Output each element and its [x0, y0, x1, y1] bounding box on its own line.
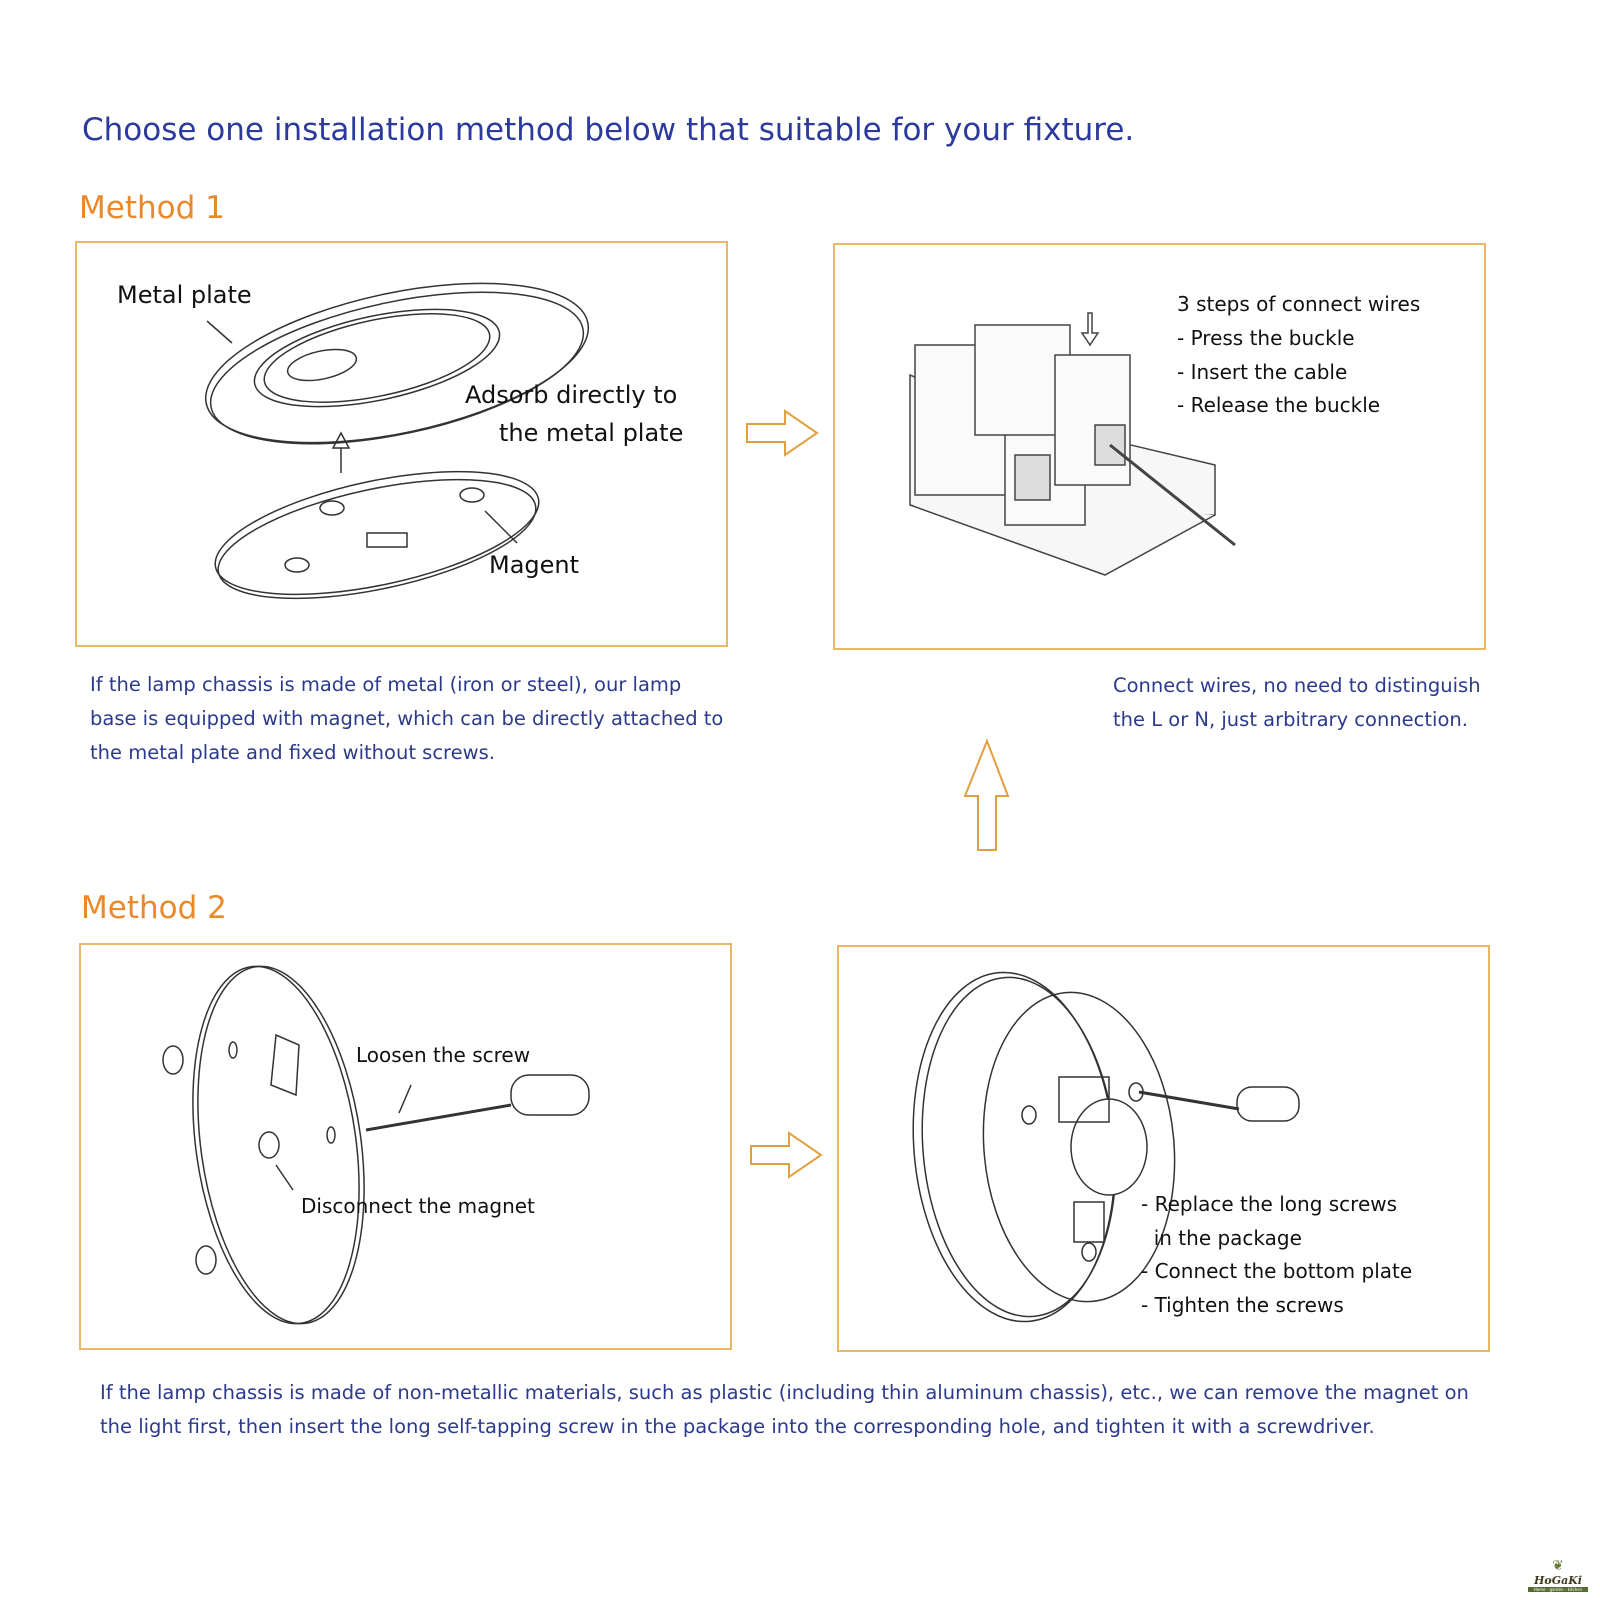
- arrow-right-icon: [746, 409, 819, 457]
- method2-screw-panel: - Replace the long screws in the package…: [837, 945, 1490, 1352]
- arrow-right-icon: [750, 1131, 823, 1179]
- method1-wiring-panel: 3 steps of connect wires - Press the buc…: [833, 243, 1486, 650]
- method1-heading: Method 1: [79, 190, 225, 226]
- label-loosen-screw: Loosen the screw: [356, 1043, 531, 1067]
- wire-connector-illustration: [909, 312, 1236, 576]
- logo-name: HoGaKi: [1534, 1574, 1582, 1587]
- wires-note: Connect wires, no need to distinguish th…: [1113, 674, 1481, 731]
- lamp-base-illustration: [162, 965, 590, 1325]
- screw-step-1-cont: in the package: [1141, 1226, 1302, 1250]
- wire-step-3: - Release the buckle: [1177, 393, 1381, 417]
- screw-mount-illustration: [912, 971, 1300, 1323]
- label-adsorb-line1: Adsorb directly to: [465, 381, 678, 409]
- label-metal-plate: Metal plate: [117, 281, 252, 309]
- wire-step-1: - Press the buckle: [1177, 326, 1355, 350]
- method1-description: If the lamp chassis is made of metal (ir…: [90, 673, 724, 764]
- wire-step-2: - Insert the cable: [1177, 360, 1348, 384]
- leaf-house-icon: ❦: [1552, 1558, 1564, 1574]
- screw-step-3: - Tighten the screws: [1141, 1293, 1344, 1317]
- method1-magnet-panel: Metal plate Adsorb directly to the metal…: [75, 241, 728, 647]
- method2-remove-magnet-panel: Loosen the screw Disconnect the magnet: [79, 943, 732, 1350]
- wire-steps-title: 3 steps of connect wires: [1177, 292, 1421, 316]
- logo-tagline: Home - garden - kitchen: [1528, 1587, 1588, 1592]
- label-adsorb-line2: the metal plate: [499, 419, 684, 447]
- label-magnet: Magent: [489, 551, 580, 579]
- brand-logo: ❦ HoGaKi Home - garden - kitchen: [1528, 1558, 1588, 1592]
- method2-heading: Method 2: [81, 890, 227, 926]
- screw-step-2: - Connect the bottom plate: [1141, 1259, 1413, 1283]
- label-disconnect-magnet: Disconnect the magnet: [301, 1194, 535, 1218]
- magnet-plate-illustration: [204, 282, 590, 600]
- screw-step-1: - Replace the long screws: [1141, 1192, 1398, 1216]
- page-title: Choose one installation method below tha…: [82, 112, 1135, 148]
- arrow-up-icon: [963, 738, 1010, 851]
- method2-description: If the lamp chassis is made of non-metal…: [100, 1381, 1469, 1438]
